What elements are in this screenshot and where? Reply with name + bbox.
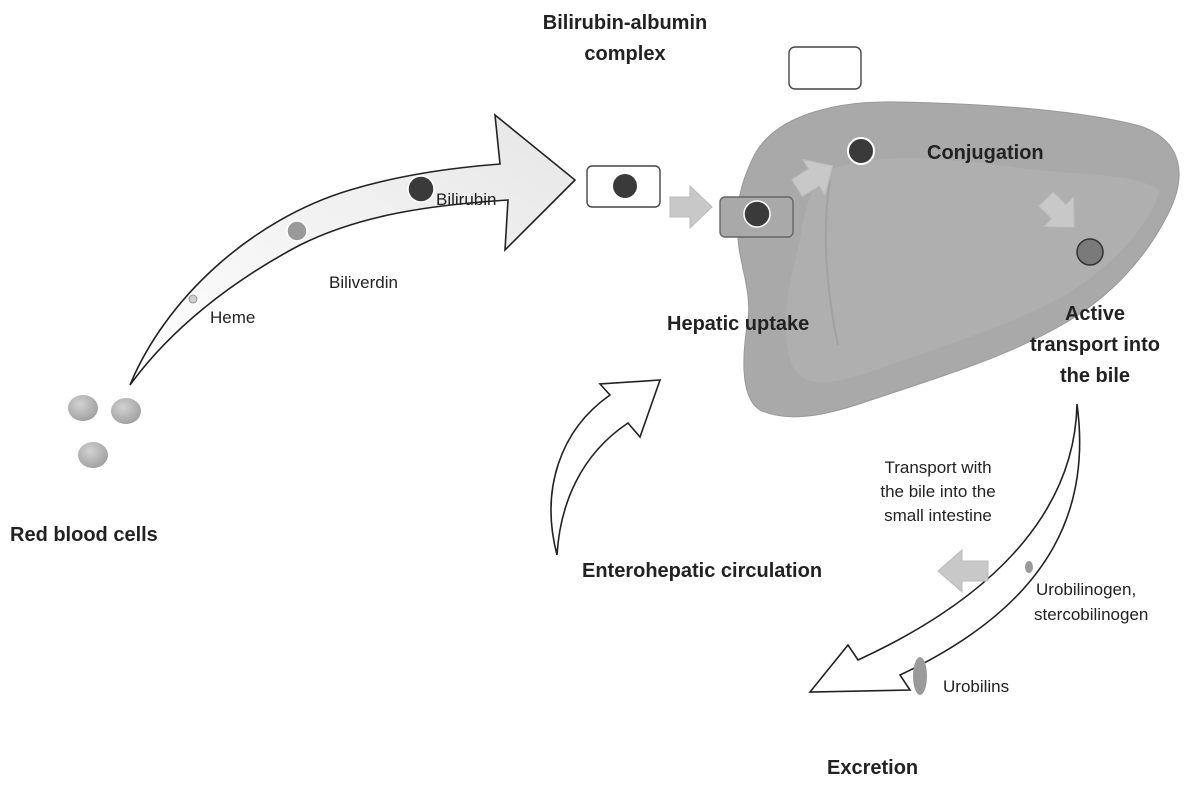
urobilins-label: Urobilins	[943, 677, 1009, 697]
red-blood-cell	[111, 398, 141, 424]
enterohepatic-circulation-label: Enterohepatic circulation	[582, 560, 822, 583]
heme-dot	[189, 295, 197, 303]
bilirubin-dot	[408, 176, 434, 202]
biliverdin-label: Biliverdin	[329, 273, 398, 293]
albumin-bound-bilirubin-dot	[613, 174, 637, 198]
bilirubin-albumin-label-line2: complex	[520, 43, 730, 66]
heme-to-bilirubin-arrow	[130, 115, 575, 385]
hepatic-uptake-label: Hepatic uptake	[667, 313, 809, 336]
active-transport-label-line2: transport into	[1000, 334, 1190, 357]
heme-label: Heme	[210, 308, 255, 328]
hepatocyte-bilirubin-dot	[744, 201, 770, 227]
urobilinogen-label-line1: Urobilinogen,	[1036, 580, 1136, 600]
conjugation-label: Conjugation	[927, 142, 1044, 165]
urobilins-dot	[913, 657, 927, 695]
enterohepatic-arrow	[551, 380, 660, 555]
red-blood-cells-label: Red blood cells	[10, 524, 158, 547]
empty-box	[789, 47, 861, 89]
bilirubin-albumin-label-line1: Bilirubin-albumin	[520, 12, 730, 35]
urobilinogen-dot	[1025, 561, 1033, 573]
red-blood-cell	[78, 442, 108, 468]
biliverdin-dot	[287, 221, 307, 241]
urobilinogen-label-line2: stercobilinogen	[1034, 605, 1148, 625]
excretion-label: Excretion	[827, 757, 918, 780]
bilirubin-label: Bilirubin	[436, 190, 496, 210]
uptake-arrow	[670, 186, 712, 228]
transport-bile-label-line1: Transport with	[843, 458, 1033, 478]
active-transport-label-line1: Active	[1000, 303, 1190, 326]
active-transport-label-line3: the bile	[1000, 365, 1190, 388]
transport-bile-label-line2: the bile into the	[843, 482, 1033, 502]
red-blood-cell	[68, 395, 98, 421]
conjugated-bilirubin-dot	[848, 138, 874, 164]
bile-bilirubin-dot	[1077, 239, 1103, 265]
excretion-arrow	[810, 404, 1080, 692]
transport-bile-label-line3: small intestine	[843, 506, 1033, 526]
